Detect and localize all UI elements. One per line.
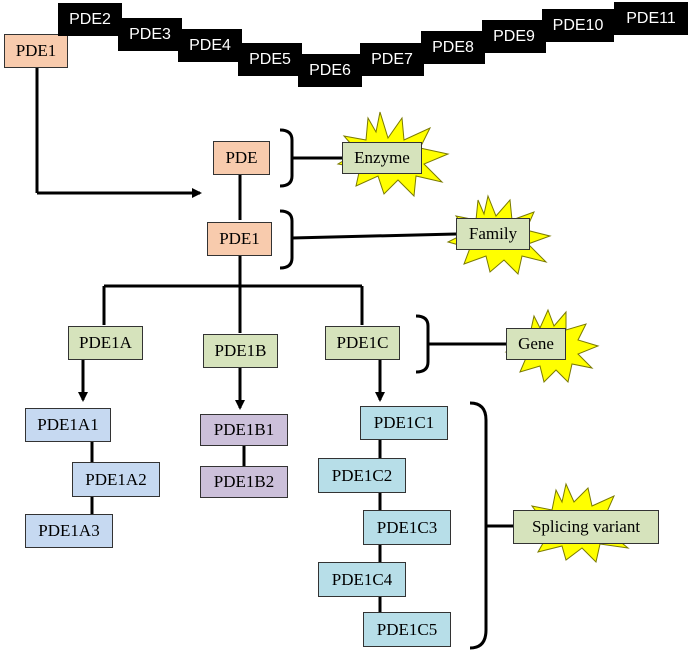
variant-pde1b2-box: PDE1B2: [200, 466, 288, 498]
enzyme-node-box: PDE: [213, 141, 270, 175]
top-pde1-box: PDE1: [4, 34, 68, 68]
level-gene-label: Gene: [506, 328, 566, 360]
top-pde6-box: PDE6: [298, 54, 362, 87]
top-pde9-box: PDE9: [482, 20, 546, 53]
gene-pde1a-box: PDE1A: [68, 326, 143, 360]
bracket-family: [279, 209, 294, 270]
variant-pde1a2-box: PDE1A2: [72, 462, 160, 497]
variant-pde1a1-box: PDE1A1: [25, 408, 111, 442]
top-pde8-box: PDE8: [421, 31, 485, 64]
bracket-gene: [415, 314, 430, 374]
top-pde4-box: PDE4: [178, 29, 242, 62]
variant-pde1b1-box: PDE1B1: [200, 414, 288, 446]
variant-pde1c5-box: PDE1C5: [363, 612, 451, 647]
level-family-label: Family: [456, 218, 530, 250]
top-pde11-box: PDE11: [614, 2, 688, 35]
bracket-enzyme: [279, 128, 294, 188]
variant-pde1a3-box: PDE1A3: [25, 514, 113, 548]
top-pde7-box: PDE7: [360, 43, 424, 76]
gene-pde1c-box: PDE1C: [325, 326, 400, 360]
top-pde2-box: PDE2: [58, 3, 122, 36]
level-splicing-label: Splicing variant: [513, 510, 659, 544]
variant-pde1c4-box: PDE1C4: [318, 562, 406, 597]
top-pde5-box: PDE5: [238, 43, 302, 76]
variant-pde1c3-box: PDE1C3: [363, 510, 451, 545]
top-pde3-box: PDE3: [118, 18, 182, 51]
variant-pde1c2-box: PDE1C2: [318, 458, 406, 493]
level-enzyme-label: Enzyme: [342, 142, 422, 174]
family-node-box: PDE1: [207, 222, 272, 256]
variant-pde1c1-box: PDE1C1: [360, 406, 448, 440]
top-pde10-box: PDE10: [542, 9, 614, 42]
gene-pde1b-box: PDE1B: [203, 334, 278, 368]
bracket-splicing: [469, 401, 488, 650]
